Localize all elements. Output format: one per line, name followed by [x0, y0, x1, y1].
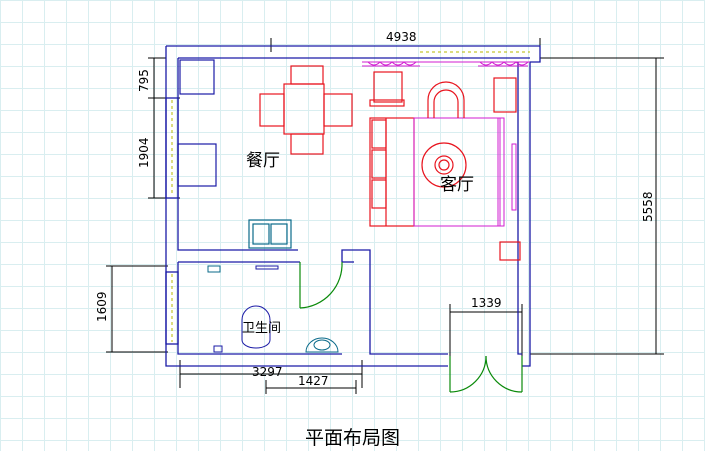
rug: [413, 117, 517, 227]
windows: [171, 51, 530, 342]
dimension-lines: [106, 38, 664, 394]
armchairs: [369, 71, 521, 261]
dim-bottom-partial: 1427: [298, 374, 329, 388]
coffee-table: [421, 142, 467, 188]
dining-table-set: [259, 65, 353, 155]
sofa: [369, 117, 415, 227]
dim-top-width: 4938: [386, 30, 417, 44]
dim-left-middle: 1904: [137, 137, 151, 168]
doors: [299, 261, 523, 393]
dim-left-upper: 795: [137, 69, 151, 92]
bathroom-fixtures: [207, 265, 339, 353]
room-label-living: 客厅: [440, 175, 474, 195]
room-label-bathroom: 卫生间: [242, 321, 281, 336]
dim-left-lower: 1609: [95, 291, 109, 322]
curtain: [362, 61, 530, 67]
dim-right-height: 5558: [641, 191, 655, 222]
diagram-caption: 平面布局图: [304, 427, 400, 449]
dim-door-width: 1339: [471, 296, 502, 310]
dim-bottom-total: 3297: [252, 365, 283, 379]
walls: [165, 45, 541, 367]
room-label-dining: 餐厅: [246, 151, 280, 171]
cabinets: [177, 59, 292, 249]
